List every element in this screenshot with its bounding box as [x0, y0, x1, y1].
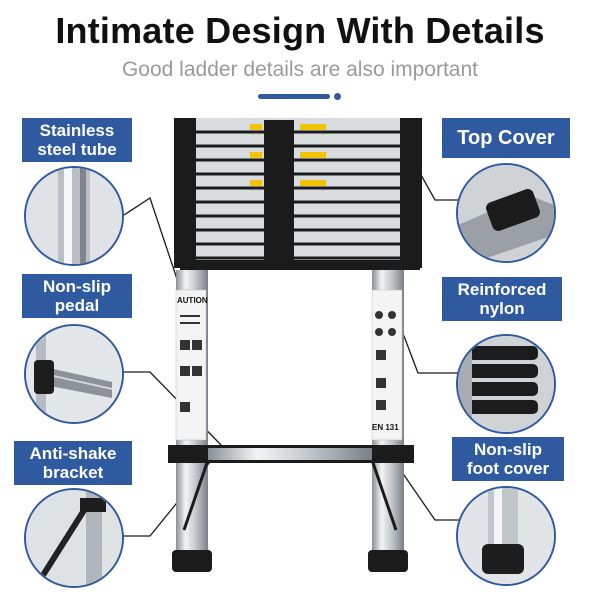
- detail-foot-cover-image: [456, 486, 556, 586]
- detail-pedal-image: [24, 324, 124, 424]
- label-text: pedal: [54, 296, 100, 315]
- detail-nylon-image: [456, 334, 556, 434]
- label-text: steel tube: [37, 140, 117, 159]
- label-text: bracket: [42, 463, 104, 482]
- page-subtitle: Good ladder details are also important: [121, 58, 479, 81]
- caution-sticker-text: AUTION: [177, 296, 208, 305]
- label-text: Stainless: [39, 121, 115, 140]
- label-non-slip-pedal: Non-slip pedal: [22, 274, 132, 318]
- decorative-dot: [334, 93, 341, 100]
- page-title: Intimate Design With Details: [55, 10, 545, 51]
- standard-label-text: EN 131: [372, 423, 399, 432]
- label-stainless-steel-tube: Stainless steel tube: [22, 118, 132, 162]
- detail-top-cover-image: [456, 163, 556, 263]
- label-anti-shake-bracket: Anti-shake bracket: [14, 441, 132, 485]
- label-text: Non-slip: [43, 277, 111, 296]
- label-text: Top Cover: [457, 126, 555, 149]
- label-top-cover: Top Cover: [442, 118, 570, 158]
- label-text: Non-slip: [474, 440, 542, 459]
- label-text: nylon: [479, 299, 525, 318]
- label-non-slip-foot-cover: Non-slip foot cover: [452, 437, 564, 481]
- label-text: foot cover: [466, 459, 550, 478]
- detail-bracket-image: [24, 488, 124, 588]
- label-reinforced-nylon: Reinforced nylon: [442, 277, 562, 321]
- label-text: Reinforced: [457, 280, 547, 299]
- detail-steel-tube-image: [24, 166, 124, 266]
- decorative-underline: [258, 94, 330, 99]
- ladder-product-image: AUTION EN 131: [168, 118, 422, 572]
- label-text: Anti-shake: [29, 444, 117, 463]
